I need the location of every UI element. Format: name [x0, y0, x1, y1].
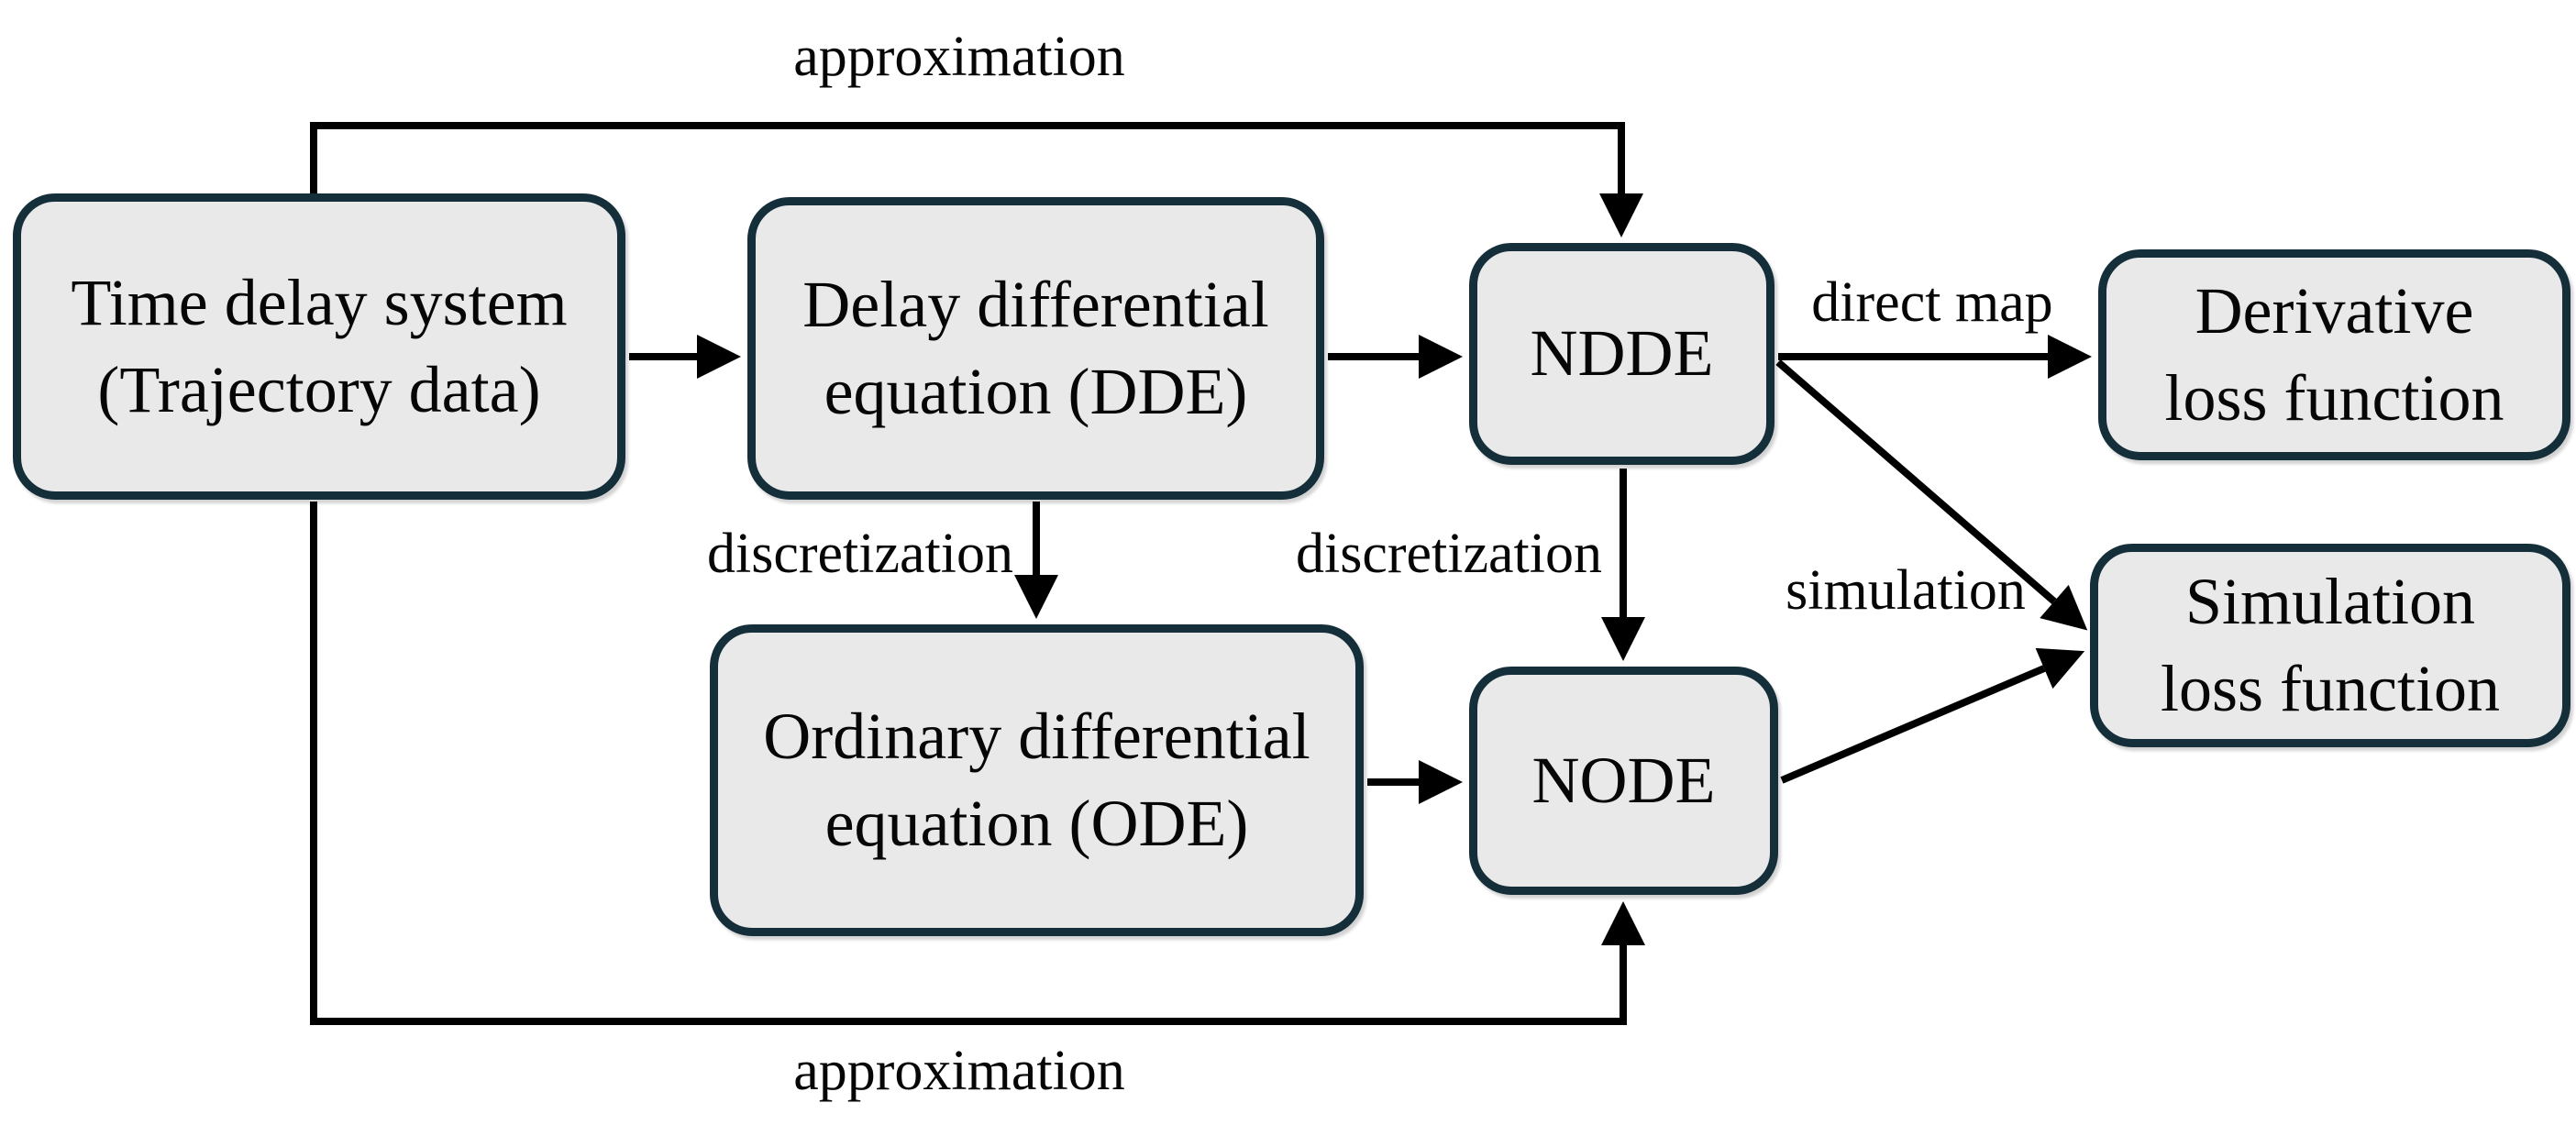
- node-label-line: loss function: [2161, 652, 2500, 725]
- edge-label-discretization-right: discretization: [1296, 523, 1602, 585]
- arrow-ndde-to-simulation: [1775, 358, 2088, 631]
- edge-label-approximation-top: approximation: [793, 26, 1125, 88]
- node-ode: Ordinary differential equation (ODE): [710, 624, 1364, 936]
- node-label-line: Delay differential: [802, 267, 1269, 341]
- node-label-line: Simulation: [2184, 564, 2476, 638]
- edge-label-direct-map: direct map: [1811, 271, 2053, 334]
- node-label-line: equation (ODE): [824, 787, 1249, 860]
- arrow-node-to-simulation: [1780, 647, 2085, 784]
- node-derivative-loss: Derivative loss function: [2098, 249, 2570, 460]
- node-label-line: NODE: [1531, 743, 1716, 817]
- node-label-line: Derivative: [2195, 273, 2474, 347]
- edge-label-simulation: simulation: [1786, 559, 2026, 622]
- node-time-delay-system: Time delay system (Trajectory data): [13, 193, 625, 500]
- node-label-line: loss function: [2164, 361, 2504, 435]
- arrow-approximation-top: [310, 122, 1643, 237]
- node-label-line: (Trajectory data): [97, 353, 541, 426]
- node-label-line: Ordinary differential: [763, 699, 1310, 773]
- node-label-line: Time delay system: [71, 265, 568, 339]
- node-label-line: NDDE: [1530, 316, 1714, 391]
- node-label-line: equation (DDE): [824, 355, 1248, 428]
- node-simulation-loss: Simulation loss function: [2090, 544, 2570, 747]
- edge-label-discretization-left: discretization: [707, 523, 1013, 585]
- edge-label-approximation-bottom: approximation: [793, 1040, 1125, 1102]
- node-dde: Delay differential equation (DDE): [747, 197, 1324, 500]
- arrow-approximation-bottom: [310, 502, 1645, 1025]
- node-node: NODE: [1469, 667, 1778, 895]
- node-ndde: NDDE: [1469, 243, 1774, 465]
